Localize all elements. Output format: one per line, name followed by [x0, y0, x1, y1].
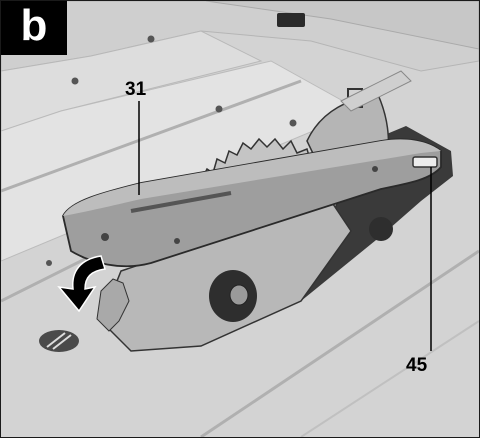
screw-icon [147, 35, 155, 43]
screw-icon [372, 166, 378, 172]
screw-icon [289, 119, 297, 127]
table-groove [200, 249, 479, 437]
adjustment-hole [39, 330, 79, 352]
screw-icon [46, 260, 52, 266]
left-extension-top [1, 30, 263, 132]
screw-icon [101, 233, 109, 241]
rear-knob-icon [277, 13, 305, 27]
riving-rail [340, 70, 412, 112]
callout-label-blade-guard: 31 [125, 79, 147, 100]
arbor-nut [229, 284, 249, 306]
guard-slot [130, 191, 232, 213]
blade-guard-top [63, 139, 441, 216]
curved-down-arrow-icon [57, 255, 106, 313]
rear-hub [369, 217, 393, 241]
table-groove [1, 79, 302, 193]
hole-slot [52, 334, 72, 350]
callout-label-mounting-slot: 45 [406, 355, 428, 376]
screw-icon [215, 105, 223, 113]
hole-slot [46, 332, 66, 348]
panel-letter-badge: b [1, 1, 67, 55]
blade-front-teeth [96, 278, 130, 332]
guard-mounting-slot [412, 156, 438, 168]
screw-icon [174, 238, 180, 244]
table-groove [300, 320, 479, 437]
screw-icon [71, 77, 79, 85]
